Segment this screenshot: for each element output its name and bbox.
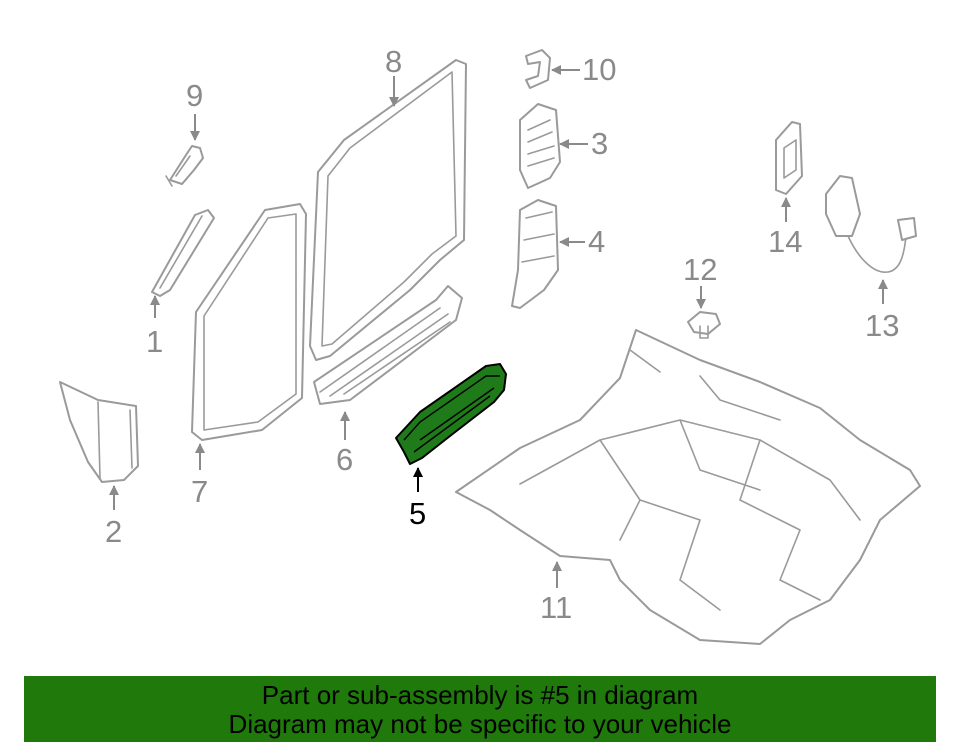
part-6-sill-plate [313, 285, 463, 405]
banner-line-2: Diagram may not be specific to your vehi… [228, 709, 732, 739]
part-10-clip [525, 49, 551, 89]
banner-line-1: Part or sub-assembly is #5 in diagram [261, 680, 699, 710]
callout-14: 14 [768, 224, 802, 259]
callout-4: 4 [588, 224, 605, 259]
callout-1: 1 [146, 324, 163, 359]
callout-3: 3 [591, 126, 608, 161]
callout-labels: 9 1 2 7 8 6 10 3 4 14 13 12 11 5 [105, 44, 899, 625]
part-2-kick-panel [59, 381, 139, 483]
callout-9: 9 [186, 78, 203, 113]
part-1-pillar-trim [151, 209, 215, 297]
part-9-handle [165, 145, 204, 187]
leader-lines [109, 65, 888, 588]
part-13-switch-harness [825, 175, 917, 273]
callout-11: 11 [540, 590, 572, 625]
callout-13: 13 [865, 308, 899, 343]
callout-8: 8 [385, 44, 402, 79]
part-7-weatherstrip [191, 203, 307, 441]
part-8-weatherstrip [309, 59, 467, 361]
parts-diagram: 9 1 2 7 8 6 10 3 4 14 13 12 11 5 [59, 44, 921, 645]
info-banner: Part or sub-assembly is #5 in diagram Di… [24, 676, 936, 742]
part-4-pillar-trim [511, 199, 559, 309]
callout-12: 12 [683, 252, 717, 287]
callout-6: 6 [336, 442, 353, 477]
callout-10: 10 [582, 52, 616, 87]
part-12-push-clip [687, 311, 721, 339]
callout-2: 2 [105, 514, 122, 549]
part-11-floor-carpet [455, 329, 921, 645]
callout-7: 7 [191, 474, 208, 509]
part-5-step-trim [395, 363, 507, 465]
part-3-trim-panel [519, 103, 561, 189]
callout-5: 5 [409, 496, 426, 531]
part-14-bracket [775, 121, 803, 195]
